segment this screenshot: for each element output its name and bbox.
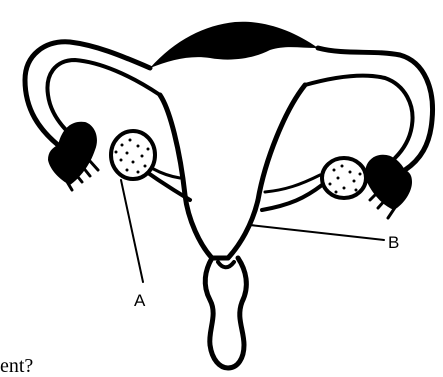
fundus-band — [150, 22, 318, 68]
cervix-inner — [218, 262, 234, 267]
label-b: B — [388, 233, 399, 252]
left-fallopian-tube-inner — [47, 60, 160, 132]
right-ligament — [265, 175, 320, 192]
uterus-body — [160, 85, 305, 258]
cervix — [205, 258, 246, 368]
label-a-leader — [121, 180, 143, 282]
right-fallopian-tube-inner — [305, 76, 413, 158]
right-ligament-lower — [262, 185, 322, 210]
right-ovary — [322, 158, 366, 198]
right-fimbriae — [365, 155, 412, 210]
label-a: A — [134, 291, 146, 310]
label-b-leader — [250, 225, 384, 240]
right-fallopian-tube — [318, 48, 433, 170]
left-ovary — [111, 131, 155, 179]
caption-fragment: ent? — [0, 355, 33, 377]
